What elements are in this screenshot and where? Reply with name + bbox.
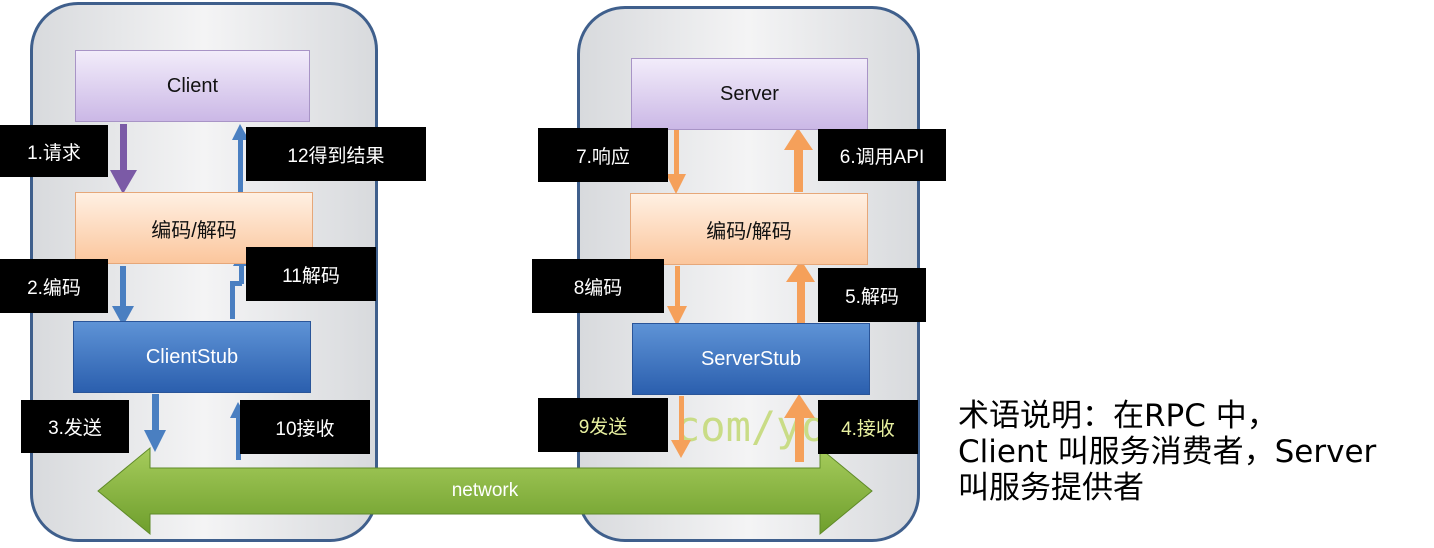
call-api-arrow-up [784, 128, 813, 192]
network-label: network [451, 480, 519, 501]
encode-arrow-down [667, 266, 687, 326]
request-arrow-down [110, 124, 137, 194]
step-send-tag: 3.发送 [21, 400, 129, 453]
send-arrow-down [671, 396, 691, 458]
step-receive-tag: 10接收 [240, 400, 370, 454]
network-arrow [97, 446, 873, 536]
step-call-api-tag: 6.调用API [818, 129, 946, 181]
decode-arrow-up [786, 260, 815, 324]
receive-arrow-up [784, 394, 815, 462]
server-stub-box: ServerStub [632, 323, 870, 395]
step-send-tag: 9发送 [538, 398, 668, 452]
step-decode-tag: 11解码 [246, 247, 376, 301]
step-request-tag: 1.请求 [0, 125, 108, 177]
send-arrow-down [144, 394, 166, 452]
step-encode-tag: 2.编码 [0, 259, 108, 313]
client-box: Client [75, 50, 310, 122]
step-result-tag: 12得到结果 [246, 127, 426, 181]
terminology-note: 术语说明：在RPC 中， Client 叫服务消费者，Server 叫服务提供者 [958, 398, 1428, 506]
server-box: Server [631, 58, 868, 130]
respond-arrow-down [666, 130, 686, 194]
step-respond-tag: 7.响应 [538, 128, 668, 182]
note-line-1: 术语说明：在RPC 中， [958, 398, 1278, 434]
note-line-3: 叫服务提供者 [958, 470, 1144, 506]
note-line-2: Client 叫服务消费者，Server [958, 434, 1377, 470]
result-arrow-up [232, 124, 249, 192]
step-receive-tag: 4.接收 [818, 400, 918, 454]
server-codec-box: 编码/解码 [630, 193, 868, 265]
client-stub-box: ClientStub [73, 321, 311, 393]
step-encode-tag: 8编码 [532, 259, 664, 313]
encode-arrow-down [112, 266, 134, 326]
step-decode-tag: 5.解码 [818, 268, 926, 322]
